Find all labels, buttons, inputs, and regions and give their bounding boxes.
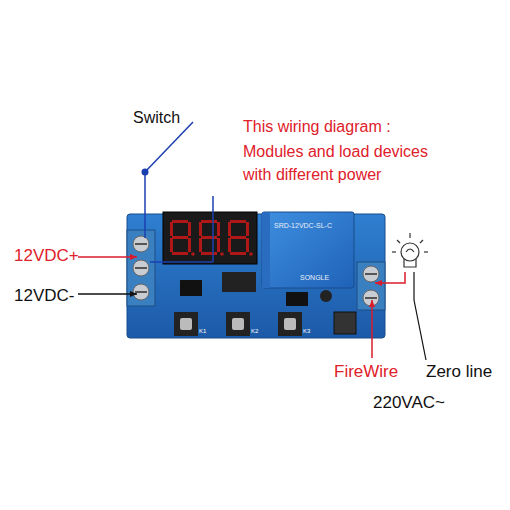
display-segment <box>188 222 191 236</box>
display-segment <box>201 220 217 223</box>
relay-brand: SONGLE <box>300 274 329 282</box>
voltage-label: 220VAC~ <box>373 393 445 413</box>
input-terminal-block <box>127 230 155 306</box>
wire-label: Zero line <box>426 362 492 382</box>
display-dot <box>220 252 224 256</box>
display-segment <box>172 252 188 255</box>
display-segment <box>172 236 188 239</box>
load-wires <box>369 272 426 360</box>
optocoupler <box>286 292 308 306</box>
led-display <box>163 212 257 264</box>
output-terminal-block <box>357 262 385 310</box>
display-segment <box>172 220 188 223</box>
display-segment <box>230 252 246 255</box>
buttons <box>174 312 302 336</box>
display-segment <box>230 236 246 239</box>
diagram-note: Modules and load devices with different … <box>243 140 443 186</box>
mcu-chip <box>222 272 256 292</box>
display-segment <box>246 238 249 252</box>
terminal-label: 12VDC- <box>14 286 74 306</box>
display-segment <box>228 222 231 236</box>
terminal-label: 12VDC+ <box>14 246 79 266</box>
display-segment <box>217 238 220 252</box>
led <box>320 290 332 302</box>
display-segment <box>170 222 173 236</box>
display-segment <box>228 238 231 252</box>
button-label: K3 <box>303 328 310 335</box>
display-segment <box>217 222 220 236</box>
wire-label: FireWire <box>334 362 398 382</box>
relay-marking: SRD-12VDC-SL-C <box>274 222 332 230</box>
display-dot <box>191 252 195 256</box>
display-segment <box>246 222 249 236</box>
display-segment <box>199 222 202 236</box>
switch-label: Switch <box>133 108 180 127</box>
relay <box>262 212 354 288</box>
button-label: K1 <box>199 328 206 335</box>
display-segment <box>188 238 191 252</box>
display-segment <box>199 238 202 252</box>
display-segment <box>201 236 217 239</box>
display-segment <box>230 220 246 223</box>
diagram-heading: This wiring diagram : <box>243 117 391 136</box>
optocoupler <box>180 280 202 296</box>
regulator <box>334 312 356 334</box>
button-label: K2 <box>251 328 258 335</box>
display-dot <box>249 252 253 256</box>
display-segment <box>201 252 217 255</box>
power-wires <box>78 254 137 297</box>
switch-wire <box>142 122 214 262</box>
display-segment <box>170 238 173 252</box>
light-bulb <box>392 233 428 267</box>
